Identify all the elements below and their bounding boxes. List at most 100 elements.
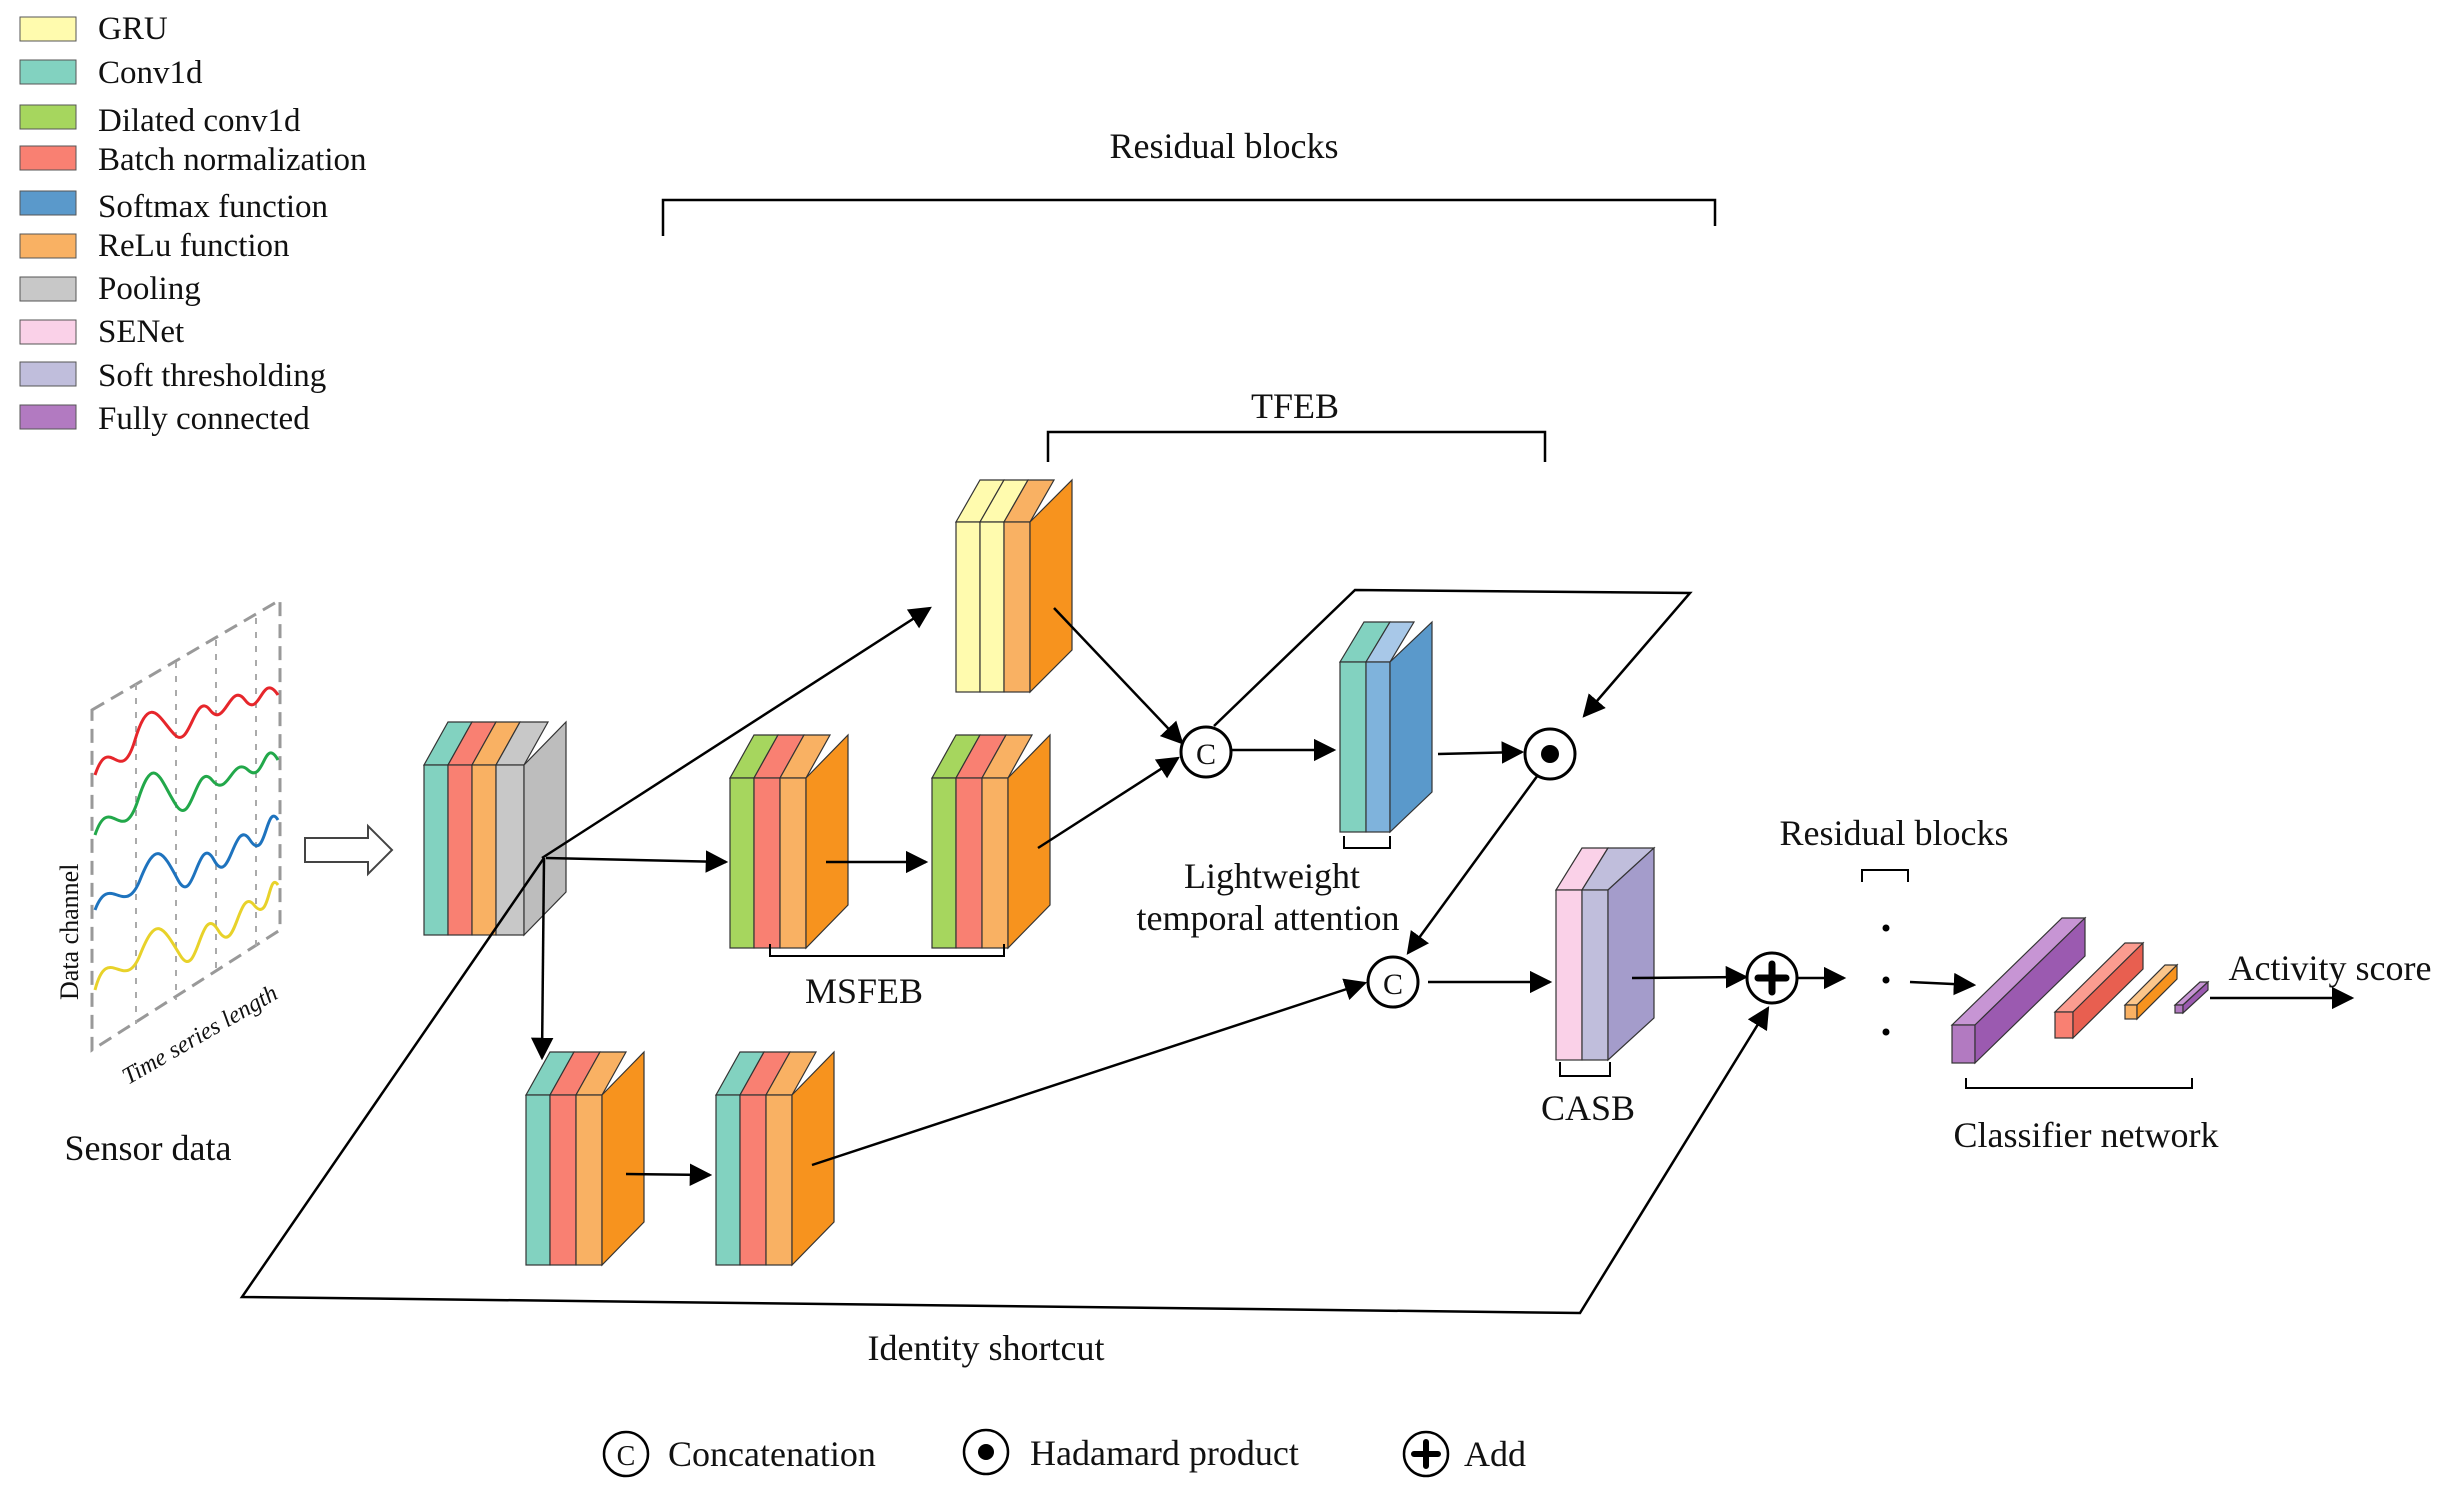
msfeb-block-2 [930,733,1051,950]
classifier-bracket [1965,1078,2193,1089]
classifier-fc-2 [2173,980,2210,1015]
casb-label: CASB [1541,1088,1635,1128]
arrow-msfeb-to-concat [1037,756,1180,850]
residual-blocks-right-label: Residual blocks [1780,813,2009,853]
legend-swatch [19,404,77,430]
svg-text:C: C [1383,968,1403,1001]
legend-label: Soft thresholding [98,358,326,394]
classifier-relu [2123,963,2179,1021]
legend-item: Batch normalization [19,142,367,178]
sensor-grid [135,618,257,1024]
legend-item: Fully connected [19,401,310,437]
legend-swatch [19,233,77,259]
hadamard-skip-path [1213,588,1693,727]
concat-node-2: C [1366,955,1420,1009]
gru-block [954,478,1073,694]
tfeb-bracket [1046,430,1547,462]
legend-swatch [19,145,77,171]
signal-red [93,686,280,776]
legend-label: GRU [98,11,168,47]
tfeb-label: TFEB [1251,386,1339,426]
arrow-attention-to-hadamard [1437,741,1525,764]
msfeb-bracket [769,944,1005,957]
legend-item: Conv1d [19,55,203,91]
arrow-hadamard-to-concat [1406,774,1540,955]
temporal-attention-label: temporal attention [1137,898,1400,938]
identity-shortcut-label: Identity shortcut [868,1328,1105,1368]
casb-block [1554,846,1656,1062]
msfeb-block-1 [728,733,849,950]
residual-blocks-bracket [661,198,1717,236]
sensor-data-panel: Data channel Time series length [55,597,282,1090]
legend-label: Conv1d [98,55,203,91]
legend-label: Batch normalization [98,142,367,178]
arrow-to-msfeb [545,850,729,873]
arrow-gru-to-concat [1053,607,1184,745]
legend-label: Pooling [98,271,201,307]
arrow-to-gru [541,606,932,860]
legend-item: Pooling [19,271,201,307]
operator-legend: C Concatenation Hadamard product Add [602,1428,1526,1478]
legend-swatch [19,104,77,130]
svg-text:C: C [1196,738,1216,771]
hadamard-legend-item: Hadamard product [962,1428,1299,1476]
classifier-network-label: Classifier network [1954,1115,2219,1155]
ellipsis-dot [1882,924,1890,932]
arrow-to-lower [530,857,554,1061]
legend-swatch [19,319,77,345]
concat-legend-item: C Concatenation [602,1430,876,1478]
ellipsis-dot [1882,976,1890,984]
arrow-lower-to-concat [811,978,1368,1167]
signal-green [93,751,280,836]
legend-label: SENet [98,314,184,350]
hadamard-legend-label: Hadamard product [1030,1433,1299,1473]
lower-block-2 [714,1050,835,1267]
legend-label: Softmax function [98,189,328,225]
legend-item: SENet [19,314,184,350]
signal-blue [93,814,280,911]
legend-item: Dilated conv1d [19,103,301,139]
legend-swatch [19,59,77,85]
legend: GRU Conv1d Dilated conv1d Batch normaliz… [19,11,367,437]
identity-shortcut-path [239,857,1770,1315]
legend-label: Fully connected [98,401,310,437]
add-legend-item: Add [1402,1430,1526,1478]
concat-legend-label: Concatenation [668,1434,876,1474]
msfeb-label: MSFEB [805,971,923,1011]
signal-yellow [93,880,280,991]
classifier-bn [2053,941,2145,1040]
add-node [1745,951,1799,1005]
attention-bracket [1343,836,1391,849]
lightweight-label: Lightweight [1184,856,1360,896]
casb-bracket [1559,1062,1611,1077]
legend-label: ReLu function [98,228,290,264]
legend-swatch [19,361,77,387]
hadamard-node [1523,727,1577,781]
classifier-fc-1 [1950,916,2087,1065]
legend-swatch [19,16,77,42]
svg-text:C: C [617,1441,636,1472]
legend-item: ReLu function [19,228,290,264]
concat-node-1: C [1179,725,1233,779]
lower-block-1 [524,1050,645,1267]
sensor-data-label: Sensor data [65,1128,232,1168]
legend-item: Softmax function [19,189,328,225]
sensor-frame [90,597,282,1053]
legend-swatch [19,190,77,216]
input-arrow [304,823,394,877]
residual-blocks-top-label: Residual blocks [1110,126,1339,166]
arrow-casb-to-add [1631,965,1749,989]
data-channel-label: Data channel [55,864,84,1000]
arrow-residual-to-classifier [1909,972,1977,996]
activity-score-label: Activity score [2229,948,2432,988]
arrow-lower-1-2 [625,1163,713,1187]
add-legend-label: Add [1464,1434,1526,1474]
ellipsis-dot [1882,1028,1890,1036]
legend-label: Dilated conv1d [98,103,301,139]
legend-swatch [19,276,77,302]
legend-item: GRU [19,11,168,47]
attention-block [1338,620,1433,834]
legend-item: Soft thresholding [19,358,326,394]
residual-blocks-right-bracket [1861,869,1909,882]
